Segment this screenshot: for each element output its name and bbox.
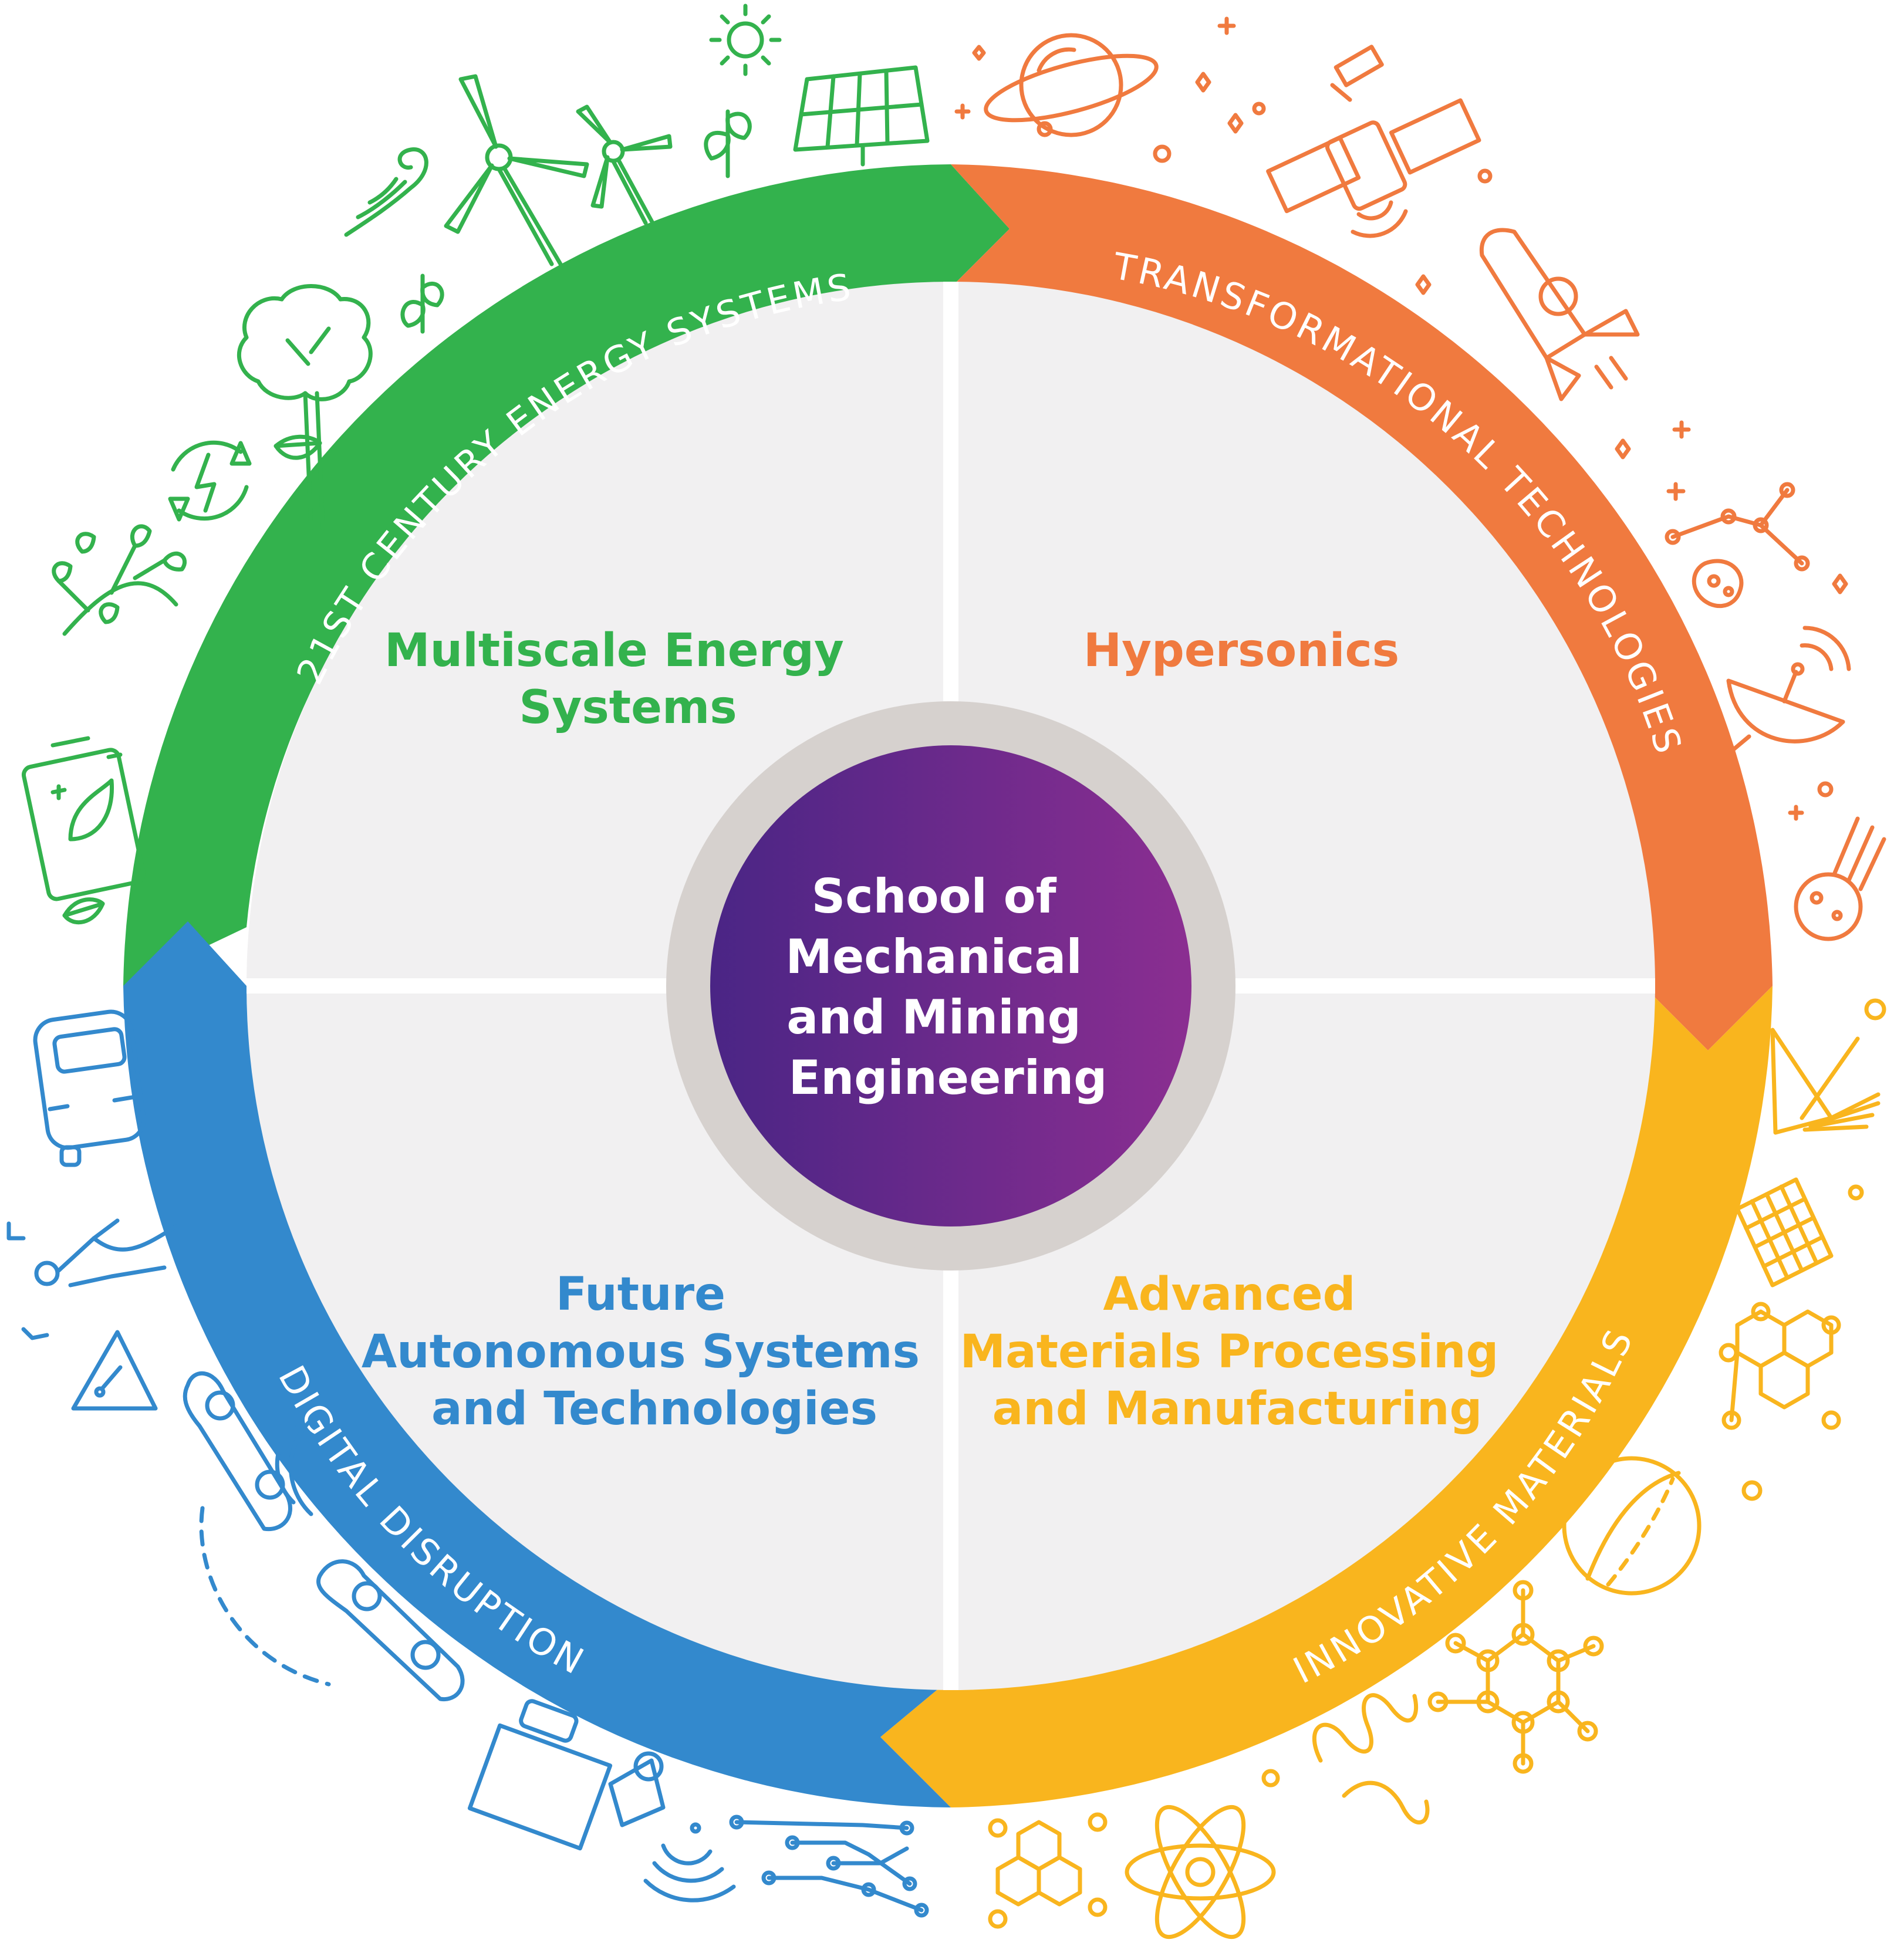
outer-ring	[123, 164, 1773, 1807]
prism-icon	[1770, 998, 1886, 1135]
car-icon	[183, 1371, 313, 1532]
center-title: School of Mechanical and Mining Engineer…	[785, 869, 1107, 1105]
cycle-arrow-icon	[666, 945, 709, 986]
quadrant-title-hypersonics: Hypersonics	[1083, 624, 1399, 677]
ring-segment-materials	[880, 986, 1773, 1807]
cycle-arrow-icon	[951, 701, 992, 744]
meteor-icon	[1788, 781, 1886, 941]
sprout-icon	[400, 273, 444, 334]
wave-icon	[1312, 1693, 1430, 1824]
rocket-icon	[1479, 228, 1640, 401]
sprout-icon	[704, 109, 752, 178]
leaf-icon	[274, 434, 322, 460]
branch-icon	[52, 524, 187, 636]
tree-icon	[237, 284, 373, 531]
quadrant-title-energy: Multiscale Energy Systems	[384, 624, 860, 734]
quadrant-title-autonomous: Future Autonomous Systems and Technologi…	[362, 1268, 936, 1435]
wind-turbine-icon	[576, 104, 673, 225]
battery-icon	[21, 736, 146, 901]
molecule-icon	[1719, 1302, 1841, 1430]
car-icon	[199, 1506, 465, 1702]
energy-icon-group	[21, 4, 930, 925]
atom-icon	[1125, 1769, 1280, 1940]
satellite-icon	[1330, 45, 1384, 102]
ring-segment-energy	[123, 164, 1010, 986]
ring-segment-digital	[123, 921, 951, 1807]
center-circle	[710, 745, 1191, 1226]
warning-icon	[71, 1330, 158, 1411]
ring-segment-transformational	[951, 164, 1773, 1050]
wind-icon	[344, 147, 428, 237]
sun-icon	[709, 4, 782, 76]
wind-turbine-icon	[444, 74, 589, 266]
signal-icon	[643, 1822, 736, 1903]
quadrant-title-materials: Advanced Materials Processing and Manufa…	[960, 1268, 1514, 1435]
materials-icon-group	[988, 998, 1886, 1940]
solar-panel-icon	[793, 65, 930, 167]
mesh-icon	[1735, 1177, 1864, 1288]
cycle-arrow-icon	[910, 1228, 951, 1271]
robot-arm-icon	[6, 1218, 178, 1340]
asteroid-icon	[1692, 559, 1744, 609]
digital-icon-group	[6, 1009, 929, 1918]
leaf-icon	[62, 897, 105, 925]
satellite-dish-icon	[1726, 626, 1851, 754]
satellite-icon	[1266, 98, 1481, 238]
car-icon	[33, 1009, 146, 1167]
circuit-icon	[729, 1815, 929, 1918]
space-icon-group	[954, 16, 1886, 941]
molecule-icon	[1427, 1580, 1604, 1774]
sphere-icon	[1562, 1456, 1763, 1596]
center-hub: School of Mechanical and Mining Engineer…	[666, 701, 1235, 1271]
computer-icon	[467, 1699, 666, 1851]
planet-icon	[984, 33, 1159, 137]
molecule-icon	[988, 1812, 1108, 1929]
cycle-arrow-icon	[1193, 986, 1235, 1027]
star-icon	[954, 16, 1848, 594]
renewable-energy-icon	[168, 440, 252, 522]
constellation-icon	[1665, 482, 1810, 572]
